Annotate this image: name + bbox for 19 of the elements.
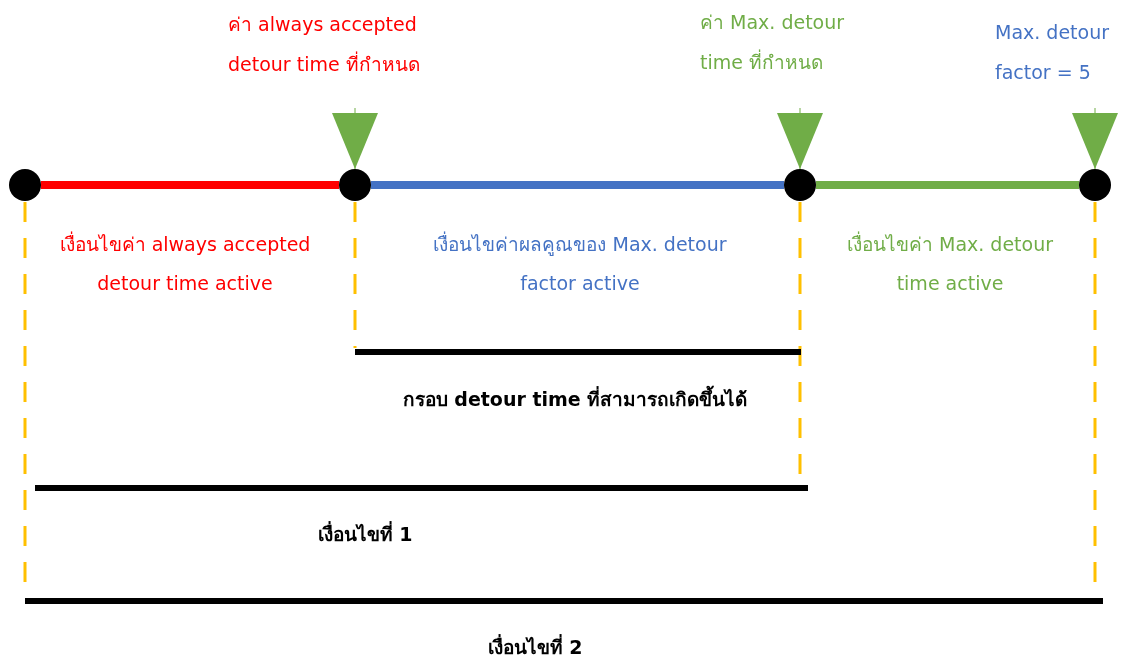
- marker-label: ค่า Max. detour time ที่กำหนด: [700, 10, 846, 75]
- timeline-dot: [784, 169, 816, 201]
- timeline-segment: [41, 181, 339, 189]
- arrow: [1072, 107, 1118, 170]
- timeline-dot: [339, 169, 371, 201]
- range-label: เงื่อนไขที่ 1: [316, 520, 414, 547]
- range-label: เงื่อนไขที่ 2: [486, 633, 584, 660]
- timeline-segment: [816, 181, 1079, 189]
- condition-label: เงื่อนไขค่า always accepted detour time active: [58, 230, 312, 296]
- arrow: [332, 107, 378, 170]
- arrow: [777, 107, 823, 170]
- marker-label: ค่า always accepted detour time ที่กำหนด: [228, 12, 421, 77]
- condition-label: เงื่อนไขค่าผลคูณของ Max. detour factor active: [432, 230, 728, 296]
- marker-label: Max. detour factor = 5: [995, 20, 1111, 85]
- timeline-dot: [9, 169, 41, 201]
- range-label: กรอบ detour time ที่สามารถเกิดขึ้นได้: [360, 380, 790, 419]
- timeline-segment: [371, 181, 784, 189]
- timeline-dot: [1079, 169, 1111, 201]
- condition-label: เงื่อนไขค่า Max. detour time active: [845, 230, 1055, 296]
